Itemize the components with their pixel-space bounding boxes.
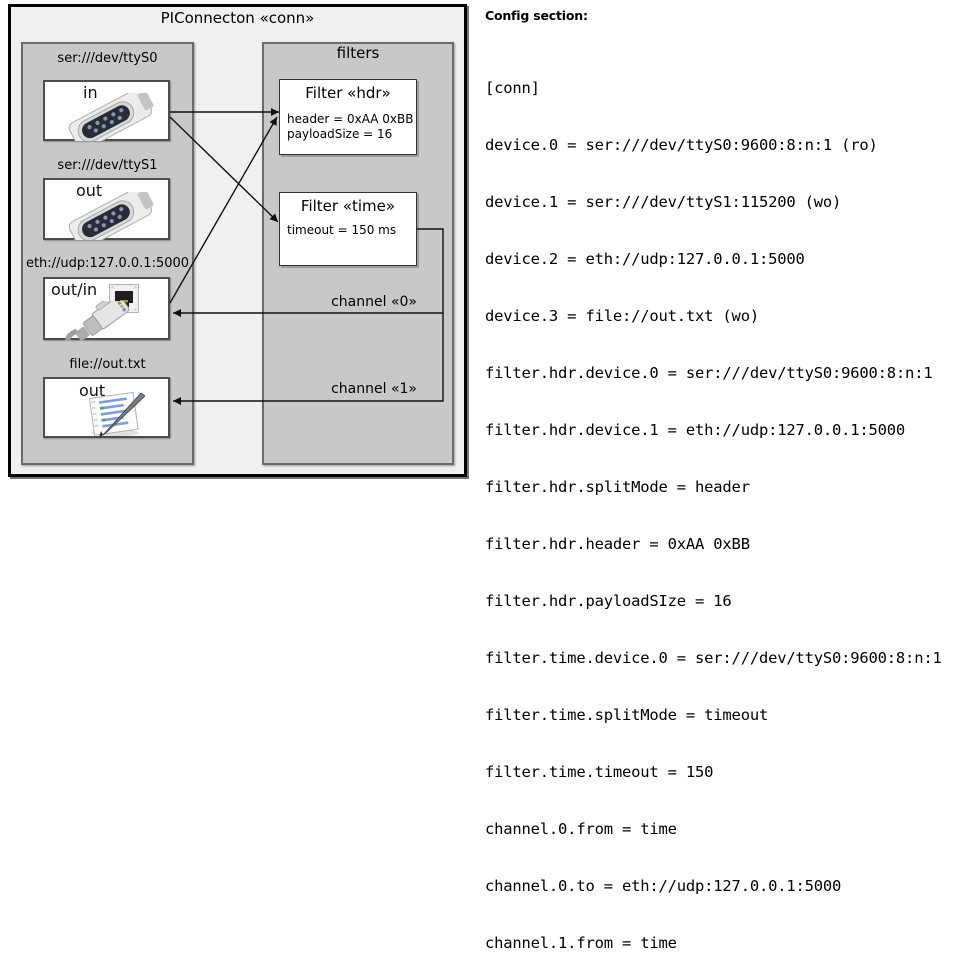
device-port-label: out/in	[51, 280, 98, 299]
filter-title: Filter «hdr»	[305, 84, 391, 102]
config-line: device.1 = ser:///dev/ttyS1:115200 (wo)	[485, 193, 842, 211]
device-box-file: out	[43, 377, 170, 438]
channel-0-label: channel «0»	[331, 294, 417, 310]
config-line: filter.time.splitMode = timeout	[485, 706, 769, 724]
notepad-pen-icon	[88, 391, 146, 437]
config-section-heading: Config section:	[485, 8, 588, 23]
device-box-eth: out/in	[43, 277, 170, 341]
config-line: filter.hdr.splitMode = header	[485, 478, 750, 496]
device-box-ser0: in	[43, 80, 170, 141]
config-line: filter.hdr.payloadSIze = 16	[485, 592, 732, 610]
channel-1-label: channel «1»	[331, 381, 417, 397]
connector-title: PIConnecton «conn»	[160, 9, 315, 27]
device-url-label: eth://udp:127.0.0.1:5000	[25, 256, 190, 271]
filter-time-box: Filter «time» timeout = 150 ms	[279, 192, 417, 266]
config-line: channel.1.from = time	[485, 934, 677, 952]
config-line: filter.hdr.device.1 = eth://udp:127.0.0.…	[485, 421, 906, 439]
device-url-label: ser:///dev/ttyS1	[57, 158, 158, 173]
filter-attribute: payloadSize = 16	[287, 127, 393, 141]
config-line: filter.time.device.0 = ser:///dev/ttyS0:…	[485, 649, 942, 667]
device-port-label: out	[79, 381, 106, 400]
device-box-ser1: out	[43, 178, 170, 240]
serial-connector-icon	[68, 192, 154, 240]
filter-attribute: header = 0xAA 0xBB	[287, 112, 414, 126]
filter-hdr-box: Filter «hdr» header = 0xAA 0xBB payloadS…	[279, 79, 417, 155]
device-port-label: out	[76, 181, 103, 200]
config-line: filter.hdr.device.0 = ser:///dev/ttyS0:9…	[485, 364, 933, 382]
config-line: filter.hdr.header = 0xAA 0xBB	[485, 535, 750, 553]
device-url-label: file://out.txt	[69, 357, 146, 372]
config-line: device.2 = eth://udp:127.0.0.1:5000	[485, 250, 805, 268]
serial-connector-icon	[68, 93, 154, 141]
filter-title: Filter «time»	[300, 197, 396, 215]
config-line: device.0 = ser:///dev/ttyS0:9600:8:n:1 (…	[485, 136, 878, 154]
device-port-label: in	[83, 83, 98, 102]
config-line: filter.time.timeout = 150	[485, 763, 714, 781]
device-url-label: ser:///dev/ttyS0	[57, 51, 158, 66]
filters-panel-title: filters	[336, 44, 380, 62]
config-line: [conn]	[485, 79, 540, 97]
config-line: channel.0.to = eth://udp:127.0.0.1:5000	[485, 877, 842, 895]
ethernet-cable-icon	[65, 301, 130, 341]
config-line: channel.0.from = time	[485, 820, 677, 838]
config-section-text: [conn] device.0 = ser:///dev/ttyS0:9600:…	[485, 41, 942, 968]
piconnecton-screenshot: { "colors": { "outer_background": "#f0f0…	[8, 4, 942, 952]
filter-attribute: timeout = 150 ms	[287, 223, 397, 237]
config-line: device.3 = file://out.txt (wo)	[485, 307, 759, 325]
